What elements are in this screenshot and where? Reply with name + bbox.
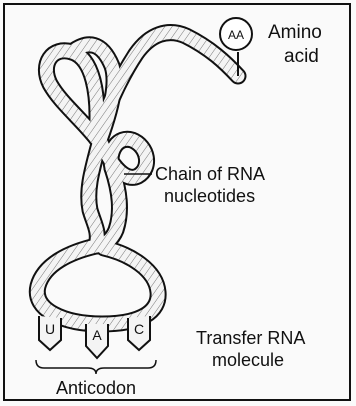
anticodon-brace [35, 359, 157, 375]
base-c: C [127, 316, 151, 352]
anticodon-bases: U A C [38, 316, 151, 360]
svg-text:C: C [134, 321, 144, 337]
chain-label-line1: Chain of RNA [155, 164, 265, 184]
amino-acid-circle: AA [219, 17, 253, 51]
amino-acid-label-line1: Amino [268, 22, 322, 43]
rna-chain [28, 24, 247, 333]
anticodon-label: Anticodon [56, 378, 136, 398]
amino-acid-label-line2: acid [284, 46, 319, 67]
trna-label-line1: Transfer RNA [196, 328, 305, 348]
trna-label-line2: molecule [212, 350, 284, 370]
chain-label-line2: nucleotides [164, 186, 255, 206]
svg-text:U: U [45, 321, 55, 337]
base-a: A [85, 324, 109, 360]
aa-label: AA [228, 28, 244, 42]
svg-text:A: A [92, 327, 102, 343]
frame-border [3, 3, 351, 401]
base-u: U [38, 316, 62, 352]
